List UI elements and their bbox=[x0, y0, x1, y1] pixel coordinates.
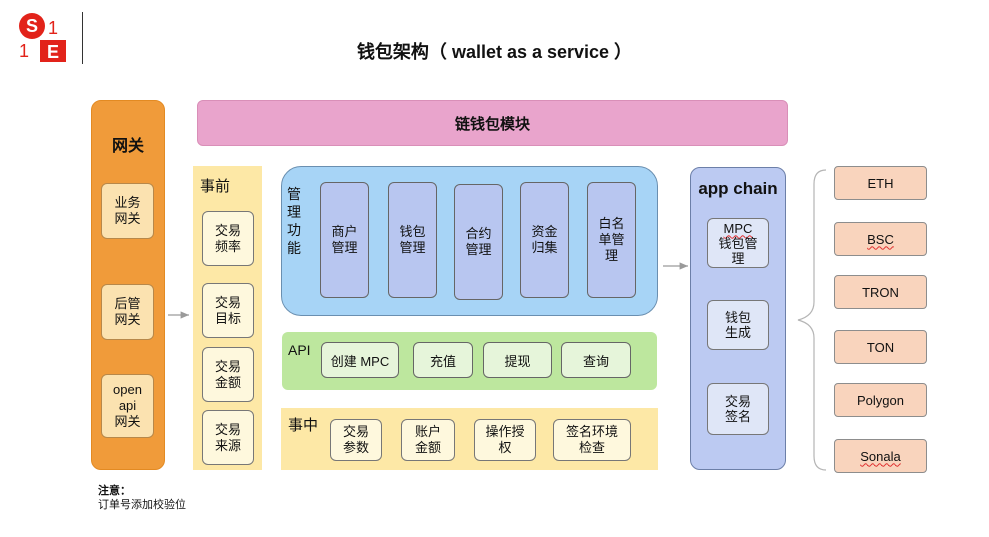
management-title: 管理功能 bbox=[287, 186, 301, 256]
pre-item-amount: 交易金额 bbox=[202, 347, 254, 402]
merchant-management: 商户管理 bbox=[320, 182, 369, 298]
pre-item-source: 交易来源 bbox=[202, 410, 254, 465]
svg-text:1: 1 bbox=[19, 41, 29, 61]
whitelist-management: 白名单管理 bbox=[587, 182, 636, 298]
fund-collection: 资金归集 bbox=[520, 182, 569, 298]
gateway-title: 网关 bbox=[111, 138, 144, 155]
api-title: API bbox=[288, 342, 311, 358]
check-operation-auth: 操作授权 bbox=[474, 419, 536, 461]
app-chain-title: app chain bbox=[698, 179, 778, 198]
api-query: 查询 bbox=[561, 342, 631, 378]
s11e-logo: S 1 1 E bbox=[12, 10, 82, 65]
chain-wallet-module: 链钱包模块 bbox=[197, 100, 788, 146]
contract-management: 合约管理 bbox=[454, 184, 503, 300]
check-sign-environment: 签名环境检查 bbox=[553, 419, 631, 461]
chain-sonala: Sonala bbox=[834, 439, 927, 473]
wallet-management: 钱包管理 bbox=[388, 182, 437, 298]
chain-bsc: BSC bbox=[834, 222, 927, 256]
check-account-amount: 账户金额 bbox=[401, 419, 455, 461]
api-deposit: 充值 bbox=[413, 342, 473, 378]
api-withdraw: 提现 bbox=[483, 342, 552, 378]
page-title: 钱包架构（ wallet as a service ） bbox=[356, 42, 633, 62]
in-process-title: 事中 bbox=[288, 417, 319, 434]
pre-item-target: 交易目标 bbox=[202, 283, 254, 338]
svg-text:1: 1 bbox=[48, 18, 58, 38]
svg-text:S: S bbox=[26, 16, 38, 36]
chain-ton: TON bbox=[834, 330, 927, 364]
pre-check-title: 事前 bbox=[200, 178, 231, 195]
footnote: 注意： 订单号添加校验位 bbox=[98, 484, 186, 512]
check-tx-params: 交易参数 bbox=[330, 419, 382, 461]
pre-item-frequency: 交易频率 bbox=[202, 211, 254, 266]
wallet-generation: 钱包生成 bbox=[707, 300, 769, 350]
business-gateway: 业务网关 bbox=[101, 183, 154, 239]
svg-text:E: E bbox=[47, 42, 59, 62]
footnote-text: 订单号添加校验位 bbox=[98, 499, 186, 511]
footnote-title: 注意： bbox=[98, 485, 131, 497]
chain-tron: TRON bbox=[834, 275, 927, 309]
transaction-signing: 交易签名 bbox=[707, 383, 769, 435]
chain-eth: ETH bbox=[834, 166, 927, 200]
chain-polygon: Polygon bbox=[834, 383, 927, 417]
admin-gateway: 后管网关 bbox=[101, 284, 154, 340]
logo-divider bbox=[82, 12, 83, 64]
chains-brace bbox=[797, 169, 827, 471]
api-create-mpc: 创建 MPC bbox=[321, 342, 399, 378]
